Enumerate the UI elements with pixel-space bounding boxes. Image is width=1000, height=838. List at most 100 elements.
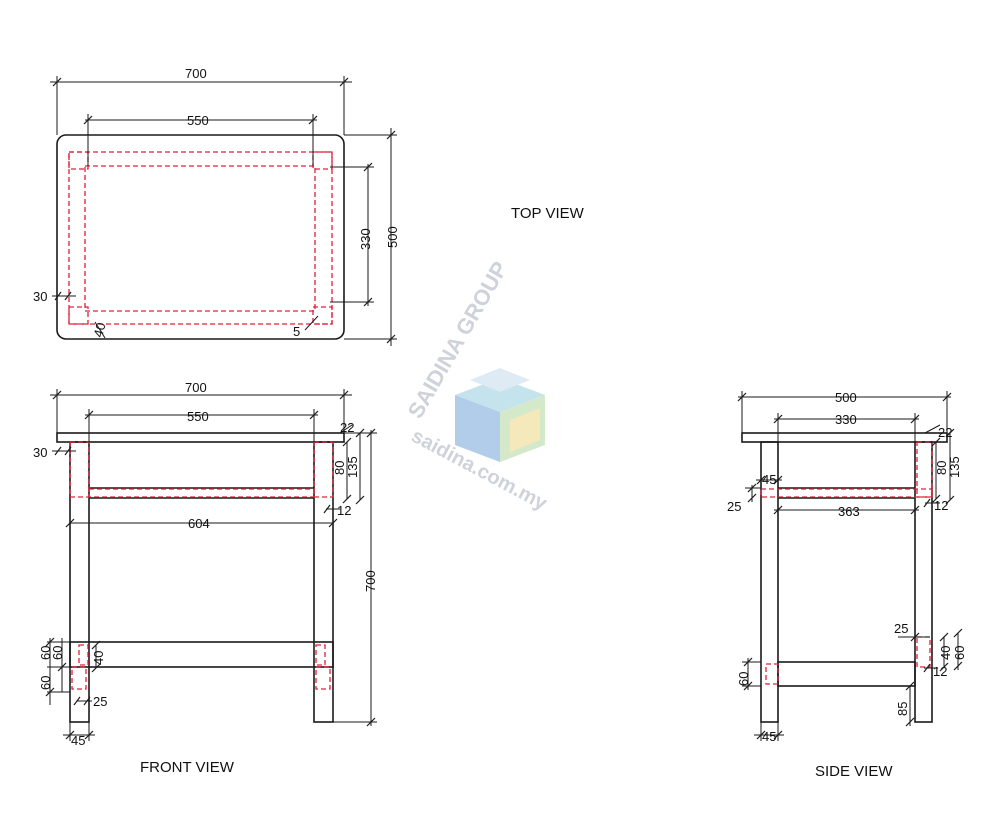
top-view-label: TOP VIEW xyxy=(511,205,585,222)
dim-front-550: 550 xyxy=(84,409,319,442)
dim-label: 604 xyxy=(188,516,210,531)
dim-top-550: 550 xyxy=(83,113,318,166)
side-view-leg-left xyxy=(760,441,779,723)
dim-label: 500 xyxy=(835,390,857,405)
dim-front-80: 80 xyxy=(332,437,352,504)
top-view: 700 550 330 500 xyxy=(33,66,585,346)
front-view-lower-rail xyxy=(69,641,334,668)
dim-top-330: 330 xyxy=(330,162,374,307)
dim-label: 12 xyxy=(337,503,351,518)
dim-label: 25 xyxy=(727,499,741,514)
dim-side-135: 135 xyxy=(945,428,962,505)
top-view-leg-bl xyxy=(68,306,89,325)
front-view-hidden-low-right xyxy=(315,666,331,690)
front-view-label: FRONT VIEW xyxy=(140,759,235,776)
top-view-leg-tr xyxy=(312,151,333,170)
front-view-hidden-leg-left xyxy=(69,441,90,498)
front-view: 700 550 22 30 80 xyxy=(33,380,378,776)
dim-label: 330 xyxy=(358,228,373,250)
side-view: 500 330 22 45 25 xyxy=(727,390,967,780)
dim-side-363: 363 xyxy=(773,500,920,519)
side-view-leg-right xyxy=(914,441,933,723)
dim-label: 700 xyxy=(185,380,207,395)
dim-label: 500 xyxy=(385,226,400,248)
front-view-hidden-joint-right xyxy=(315,644,326,666)
side-view-tabletop xyxy=(741,432,948,443)
dim-label: 550 xyxy=(187,113,209,128)
dim-side-22: 22 xyxy=(924,424,952,440)
side-view-hidden-low-right xyxy=(916,636,931,668)
watermark-logo-icon xyxy=(455,368,545,462)
dim-label: 40 xyxy=(938,646,953,660)
dim-side-330: 330 xyxy=(773,412,920,442)
side-view-lower-rail xyxy=(777,661,916,687)
dim-side-45-bottom: 45 xyxy=(754,722,784,744)
dim-label: 135 xyxy=(345,456,360,478)
dim-label: 45 xyxy=(762,729,776,744)
dim-label: 60 xyxy=(38,646,53,660)
dim-label: 700 xyxy=(185,66,207,81)
dim-label: 12 xyxy=(934,498,948,513)
dim-side-85: 85 xyxy=(895,681,915,727)
dim-front-22: 22 xyxy=(339,420,354,435)
front-view-hidden-joint-left xyxy=(78,644,89,666)
dim-label: 40 xyxy=(90,321,108,339)
side-view-hidden-low-left xyxy=(765,663,779,685)
dim-label: 12 xyxy=(933,664,947,679)
dim-side-12: 12 xyxy=(923,498,948,513)
dim-label: 22 xyxy=(938,425,952,440)
side-view-hidden-apron xyxy=(760,488,933,498)
dim-label: 45 xyxy=(71,733,85,748)
top-view-tabletop xyxy=(56,134,345,340)
dim-label: 85 xyxy=(895,702,910,716)
dim-label: 330 xyxy=(835,412,857,427)
dim-front-604: 604 xyxy=(65,500,338,531)
side-view-label: SIDE VIEW xyxy=(815,763,893,780)
dim-side-lower-left: 60 xyxy=(736,657,761,691)
watermark: SAIDINA GROUP saidina.com.my xyxy=(403,257,552,515)
dim-front-700: 700 xyxy=(50,380,352,433)
top-view-leg-br xyxy=(312,306,333,325)
dim-side-80: 80 xyxy=(931,437,949,504)
dim-label: 363 xyxy=(838,504,860,519)
dim-label: 135 xyxy=(947,456,962,478)
dim-front-lower-left: 60 60 60 40 25 xyxy=(38,637,107,709)
front-view-hidden-low-left xyxy=(71,666,87,690)
dim-front-30: 30 xyxy=(33,445,76,460)
dim-side-lower-right: 25 40 60 12 xyxy=(894,621,967,679)
dim-top-30: 30 xyxy=(33,289,76,304)
dim-label: 25 xyxy=(93,694,107,709)
dim-side-25: 25 xyxy=(727,483,761,514)
dim-label: 60 xyxy=(736,672,751,686)
dim-label: 40 xyxy=(91,651,106,665)
dim-top-700: 700 xyxy=(50,66,352,135)
dim-side-500: 500 xyxy=(737,390,952,433)
dim-front-45: 45 xyxy=(63,722,95,748)
dim-label: 80 xyxy=(934,461,949,475)
dim-label: 550 xyxy=(187,409,209,424)
dim-top-5: 5 xyxy=(293,315,319,339)
dim-label: 30 xyxy=(33,445,47,460)
dim-label: 700 xyxy=(363,570,378,592)
front-view-tabletop xyxy=(56,432,345,443)
front-view-hidden-apron xyxy=(88,488,315,498)
dim-label: 80 xyxy=(332,461,347,475)
dim-front-700-height: 700 xyxy=(333,428,378,727)
dim-label: 5 xyxy=(293,324,300,339)
dim-label: 60 xyxy=(50,646,65,660)
dim-label: 60 xyxy=(952,646,967,660)
dim-top-40: 40 xyxy=(90,321,108,339)
dim-top-500: 500 xyxy=(344,128,400,346)
dim-label: 30 xyxy=(33,289,47,304)
dim-label: 22 xyxy=(340,420,354,435)
top-view-frame-outer xyxy=(68,151,333,325)
dim-label: 45 xyxy=(762,472,776,487)
front-view-hidden-leg-right xyxy=(313,441,334,498)
dim-front-12: 12 xyxy=(323,503,351,518)
dim-front-135: 135 xyxy=(345,428,365,505)
dim-label: 25 xyxy=(894,621,908,636)
dim-label: 60 xyxy=(38,676,53,690)
dim-side-45-top: 45 xyxy=(756,472,783,487)
top-view-frame-inner xyxy=(84,165,316,312)
